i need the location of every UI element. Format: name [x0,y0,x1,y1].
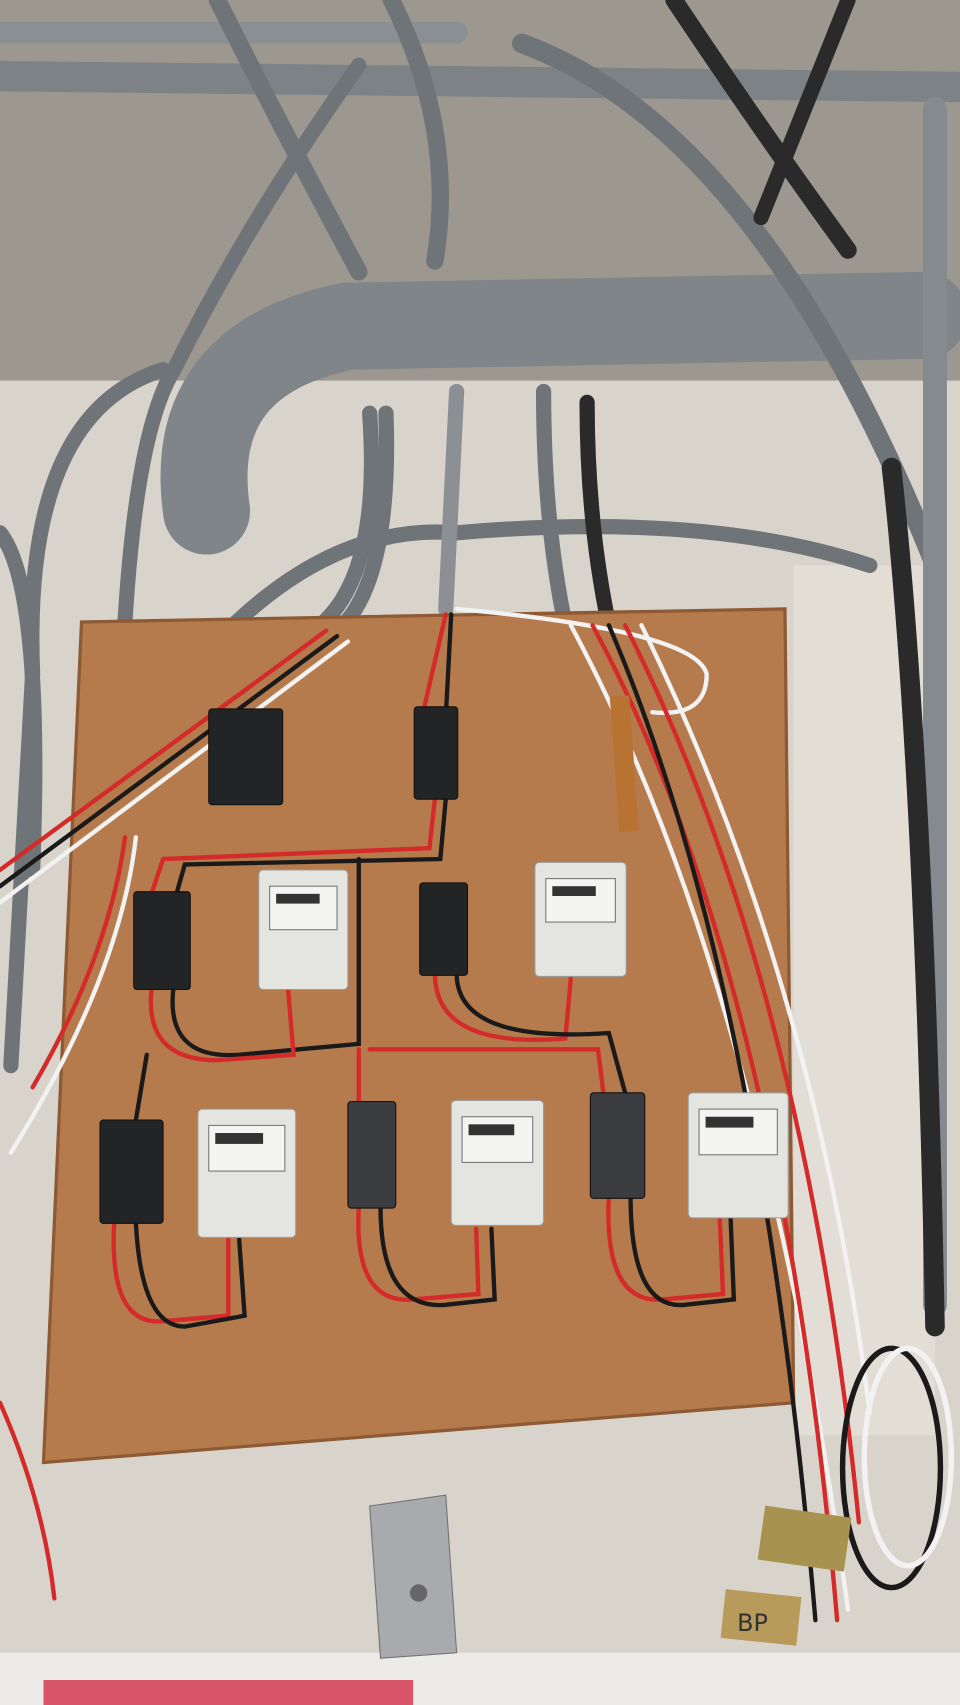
breakers [99,706,646,1224]
handwritten-tag: BP [720,1589,802,1646]
floor-edge-tape [43,1679,414,1705]
breaker-3pole [208,708,284,806]
meter-5 [687,1092,789,1219]
meter-display [552,886,596,896]
breaker-bottom-left [99,1119,164,1224]
meter-2 [534,861,627,978]
meter-display [215,1133,264,1144]
meter-display [276,893,320,904]
meter-4 [450,1099,545,1227]
tape-tag [757,1505,852,1572]
breaker-middle [419,882,469,976]
plywood-board [43,608,794,1463]
meter-1 [258,869,349,991]
ceiling-pipes [0,0,960,1337]
meter-display [705,1116,754,1128]
breaker-left [133,891,191,991]
breaker-bottom-right [589,1092,646,1199]
coiled-cable [839,1345,955,1591]
handwritten-label: BP [737,1609,768,1637]
meter-display [468,1124,515,1136]
breaker-main [413,706,459,800]
meters [197,861,789,1238]
meter-3 [197,1108,297,1238]
neutral-bus-bar [609,695,639,833]
metal-bracket [369,1494,458,1659]
breaker-bottom-middle [347,1100,397,1209]
